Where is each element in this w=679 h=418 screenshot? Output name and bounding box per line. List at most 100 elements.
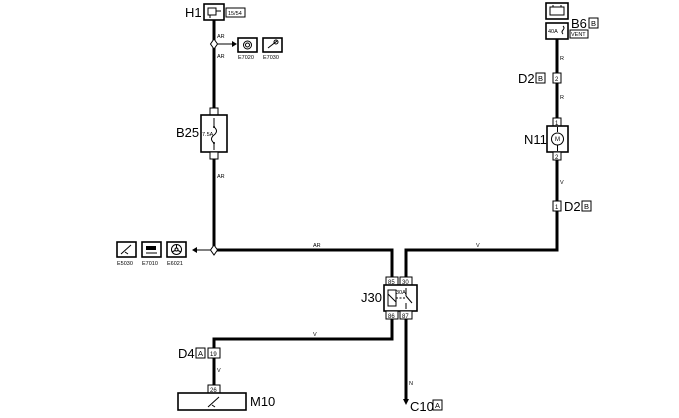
fan-icon-box — [166, 241, 187, 258]
wire-n11-j30-30 — [404, 156, 559, 280]
wire-label-n11-v: V — [560, 180, 564, 186]
d2-mid-pin-box — [552, 200, 562, 212]
b6-letter: B — [591, 19, 596, 28]
brake-icon — [243, 40, 252, 50]
n11-pin-bottom: 2 — [555, 155, 559, 161]
wire-ar-j30-85 — [212, 248, 394, 280]
component-b6[interactable]: B6 B 40A VENT — [545, 2, 599, 40]
component-h1[interactable]: H1 15/54 — [185, 3, 246, 21]
wiper-icon — [267, 39, 279, 49]
wire-j30-86-d4 — [212, 316, 394, 348]
d2-top-pin-box — [552, 72, 562, 84]
key-switch-icon — [207, 7, 221, 18]
ground-arrow — [403, 399, 409, 405]
brake-icon-box — [237, 37, 258, 53]
motor-icon — [551, 127, 564, 151]
horn-icon — [146, 246, 157, 254]
m10-pin: 26 — [210, 388, 217, 394]
battery-icon — [549, 5, 565, 16]
d2-mid-label: D2 — [564, 199, 581, 214]
j30-label: J30 — [361, 290, 382, 305]
j30-pin-86-box — [385, 310, 399, 320]
d4-letter-box — [195, 347, 206, 359]
arrow-top-right — [232, 41, 237, 47]
arrow-left — [192, 247, 197, 253]
m10-label: M10 — [250, 394, 275, 409]
h1-box — [203, 3, 225, 21]
d2-top-letter: B — [538, 74, 543, 83]
ref-e5030[interactable]: E5030 — [116, 241, 137, 267]
b6-vent-box — [569, 29, 589, 39]
wires — [212, 16, 559, 401]
wire-label-h1-below: AR — [217, 54, 225, 60]
component-j30[interactable]: 85 30 30A 86 87 J30 — [361, 276, 418, 320]
wire-label-b6-r2: R — [560, 95, 564, 101]
wire-label-d4-v-vert: V — [217, 368, 221, 374]
ref-e6021[interactable]: E6021 — [166, 241, 187, 267]
j30-pin-85: 85 — [388, 280, 395, 286]
component-c10[interactable]: C10 A — [403, 399, 443, 414]
j30-pin-87-box — [399, 310, 413, 320]
n11-motor-letter: M — [555, 137, 560, 143]
component-b25[interactable]: B25 7.5A — [176, 107, 228, 160]
b6-letter-box — [588, 17, 599, 29]
pump-icon-m10 — [207, 396, 220, 408]
fuse-symbol — [211, 118, 217, 150]
j30-fuse-rating: 30A — [396, 290, 406, 296]
wire-label-h1-top: AR — [217, 34, 225, 40]
ref-e5030-label: E5030 — [117, 261, 133, 267]
component-m10[interactable]: 26 M10 — [177, 384, 275, 411]
ref-e6021-label: E6021 — [167, 261, 183, 267]
ref-e7010-label: E7010 — [142, 261, 158, 267]
b25-fuse-rating: 7.5A — [202, 132, 214, 138]
d2-top-pin: 2 — [555, 77, 559, 83]
h1-label: H1 — [185, 5, 202, 20]
d2-mid-letter: B — [584, 202, 589, 211]
wire-label-horizontal-ar: AR — [313, 243, 321, 249]
pump-icon — [120, 244, 132, 255]
h1-tag-box — [225, 7, 246, 18]
b6-fuse-symbol — [561, 25, 565, 35]
relay-symbol — [387, 288, 413, 309]
d2-mid-pin: 1 — [555, 205, 559, 211]
d2-top-letter-box — [535, 72, 546, 84]
d4-pin: 19 — [210, 352, 217, 358]
b25-label: B25 — [176, 125, 199, 140]
n11-label: N11 — [524, 132, 547, 147]
b25-pin-bottom — [209, 151, 219, 160]
component-d2-top[interactable]: D2 B 2 — [518, 71, 562, 86]
b25-pin-top — [209, 107, 219, 116]
n11-pin-top: 1 — [555, 121, 559, 127]
d2-top-label: D2 — [518, 71, 535, 86]
d2-mid-letter-box — [581, 200, 592, 212]
d4-pin-box — [207, 347, 221, 359]
wire-label-b6-r1: R — [560, 56, 564, 62]
ref-e7030-label: E7030 — [263, 55, 279, 61]
junction-top — [209, 38, 219, 50]
fan-icon — [171, 244, 182, 255]
ref-e7020[interactable]: E7020 — [237, 37, 258, 61]
d4-label: D4 — [178, 346, 195, 361]
wire-label-c10-n: N — [409, 381, 413, 387]
c10-letter-box — [432, 399, 443, 411]
wire-label-b25-below: AR — [217, 174, 225, 180]
j30-pin-86: 86 — [388, 314, 395, 320]
component-d2-mid[interactable]: 1 D2 B — [552, 199, 592, 214]
b6-fuse-box — [545, 22, 569, 40]
wire-label-horizontal-v: V — [476, 243, 480, 249]
ref-e7020-label: E7020 — [238, 55, 254, 61]
ref-e7030[interactable]: E7030 — [262, 37, 283, 61]
h1-tag: 15/54 — [228, 11, 242, 17]
b6-battery-box — [545, 2, 569, 20]
component-d4[interactable]: D4 A 19 — [178, 346, 221, 361]
component-n11[interactable]: 1 M 2 N11 — [524, 117, 569, 161]
j30-pin-30: 30 — [402, 280, 409, 286]
n11-pin-bottom-box — [552, 151, 562, 161]
m10-box — [177, 392, 247, 411]
j30-pin-87: 87 — [402, 314, 409, 320]
ref-e7010[interactable]: E7010 — [141, 241, 162, 267]
c10-letter: A — [435, 401, 440, 410]
junction-left — [209, 244, 219, 256]
